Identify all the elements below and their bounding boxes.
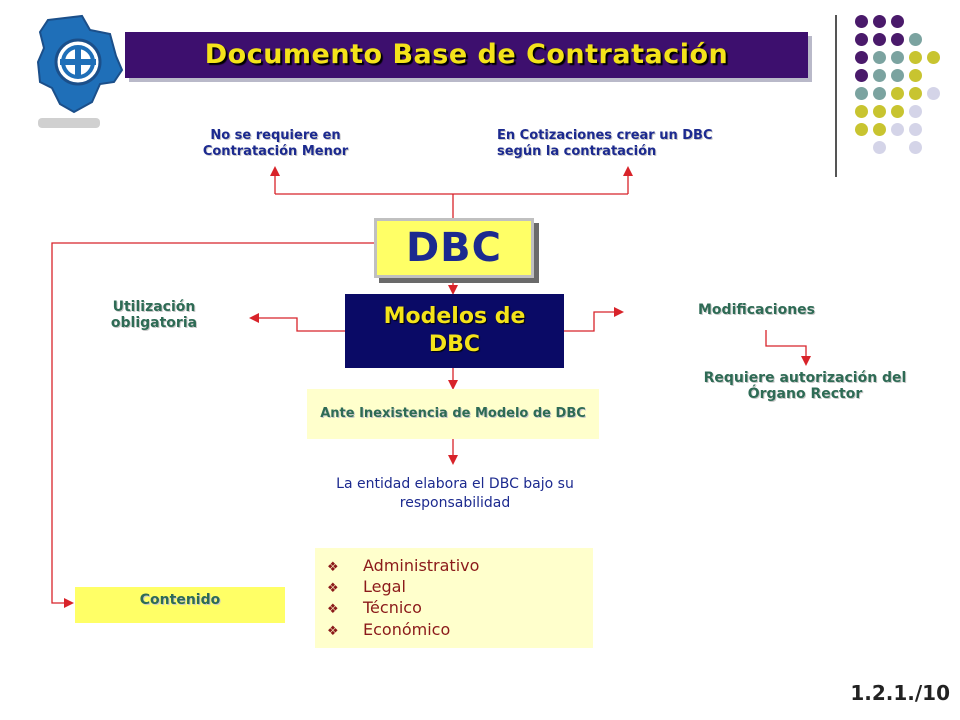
list-item: ❖ Administrativo xyxy=(327,556,479,578)
dot xyxy=(909,87,922,100)
dot xyxy=(855,105,868,118)
dot xyxy=(909,105,922,118)
dot xyxy=(891,51,904,64)
dot xyxy=(873,87,886,100)
list-item: ❖ Técnico xyxy=(327,598,422,620)
dot xyxy=(873,33,886,46)
list-item: ❖ Legal xyxy=(327,577,406,599)
dot xyxy=(909,123,922,136)
dot xyxy=(891,87,904,100)
diamond-bullet-icon: ❖ xyxy=(327,581,339,596)
label-autorizacion: Requiere autorización del Órgano Rector xyxy=(703,370,907,402)
title-bar xyxy=(125,32,808,78)
label-modificaciones: Modificaciones xyxy=(698,302,816,318)
dot xyxy=(855,87,868,100)
logo-icon xyxy=(36,14,124,114)
page-title: Documento Base de Contratación xyxy=(204,39,729,70)
dot xyxy=(927,87,940,100)
dot xyxy=(855,123,868,136)
list-item-label: Técnico xyxy=(363,598,422,617)
note-contratacion-menor: No se requiere en Contratación Menor xyxy=(202,128,349,159)
inexistence-label: Ante Inexistencia de Modelo de DBC xyxy=(320,406,586,421)
list-item: ❖ Económico xyxy=(327,620,450,642)
dot xyxy=(855,69,868,82)
content-label: Contenido xyxy=(139,592,221,608)
dot xyxy=(855,15,868,28)
dot xyxy=(891,33,904,46)
dot xyxy=(873,51,886,64)
dot xyxy=(927,51,940,64)
logo-shadow xyxy=(38,118,100,128)
dot xyxy=(909,69,922,82)
divider xyxy=(835,15,837,177)
dot xyxy=(891,15,904,28)
responsibility-text: La entidad elabora el DBC bajo su respon… xyxy=(336,476,574,511)
diamond-bullet-icon: ❖ xyxy=(327,624,339,639)
inexistence-box: Ante Inexistencia de Modelo de DBC xyxy=(307,389,599,439)
models-box: Modelos de DBC xyxy=(345,294,564,368)
content-list: ❖ Administrativo ❖ Legal ❖ Técnico ❖ Económi… xyxy=(315,548,593,648)
dot xyxy=(891,123,904,136)
dot xyxy=(873,69,886,82)
dot xyxy=(873,105,886,118)
list-item-label: Legal xyxy=(363,577,406,596)
dot xyxy=(891,69,904,82)
dot xyxy=(891,105,904,118)
diamond-bullet-icon: ❖ xyxy=(327,602,339,617)
page-number: 1.2.1./10 xyxy=(850,681,950,705)
list-item-label: Económico xyxy=(363,620,451,639)
diamond-bullet-icon: ❖ xyxy=(327,560,339,575)
note-cotizaciones: En Cotizaciones crear un DBC según la co… xyxy=(497,128,713,159)
list-item-label: Administrativo xyxy=(363,556,480,575)
dot xyxy=(873,123,886,136)
label-utilizacion: Utilización obligatoria xyxy=(110,299,198,331)
dot xyxy=(909,51,922,64)
dot xyxy=(873,141,886,154)
dot xyxy=(855,51,868,64)
models-label: Modelos de DBC xyxy=(383,304,526,357)
content-box xyxy=(75,587,285,623)
dot xyxy=(855,33,868,46)
dbc-box: DBC xyxy=(374,218,534,278)
dot xyxy=(909,33,922,46)
dot xyxy=(873,15,886,28)
dot xyxy=(909,141,922,154)
